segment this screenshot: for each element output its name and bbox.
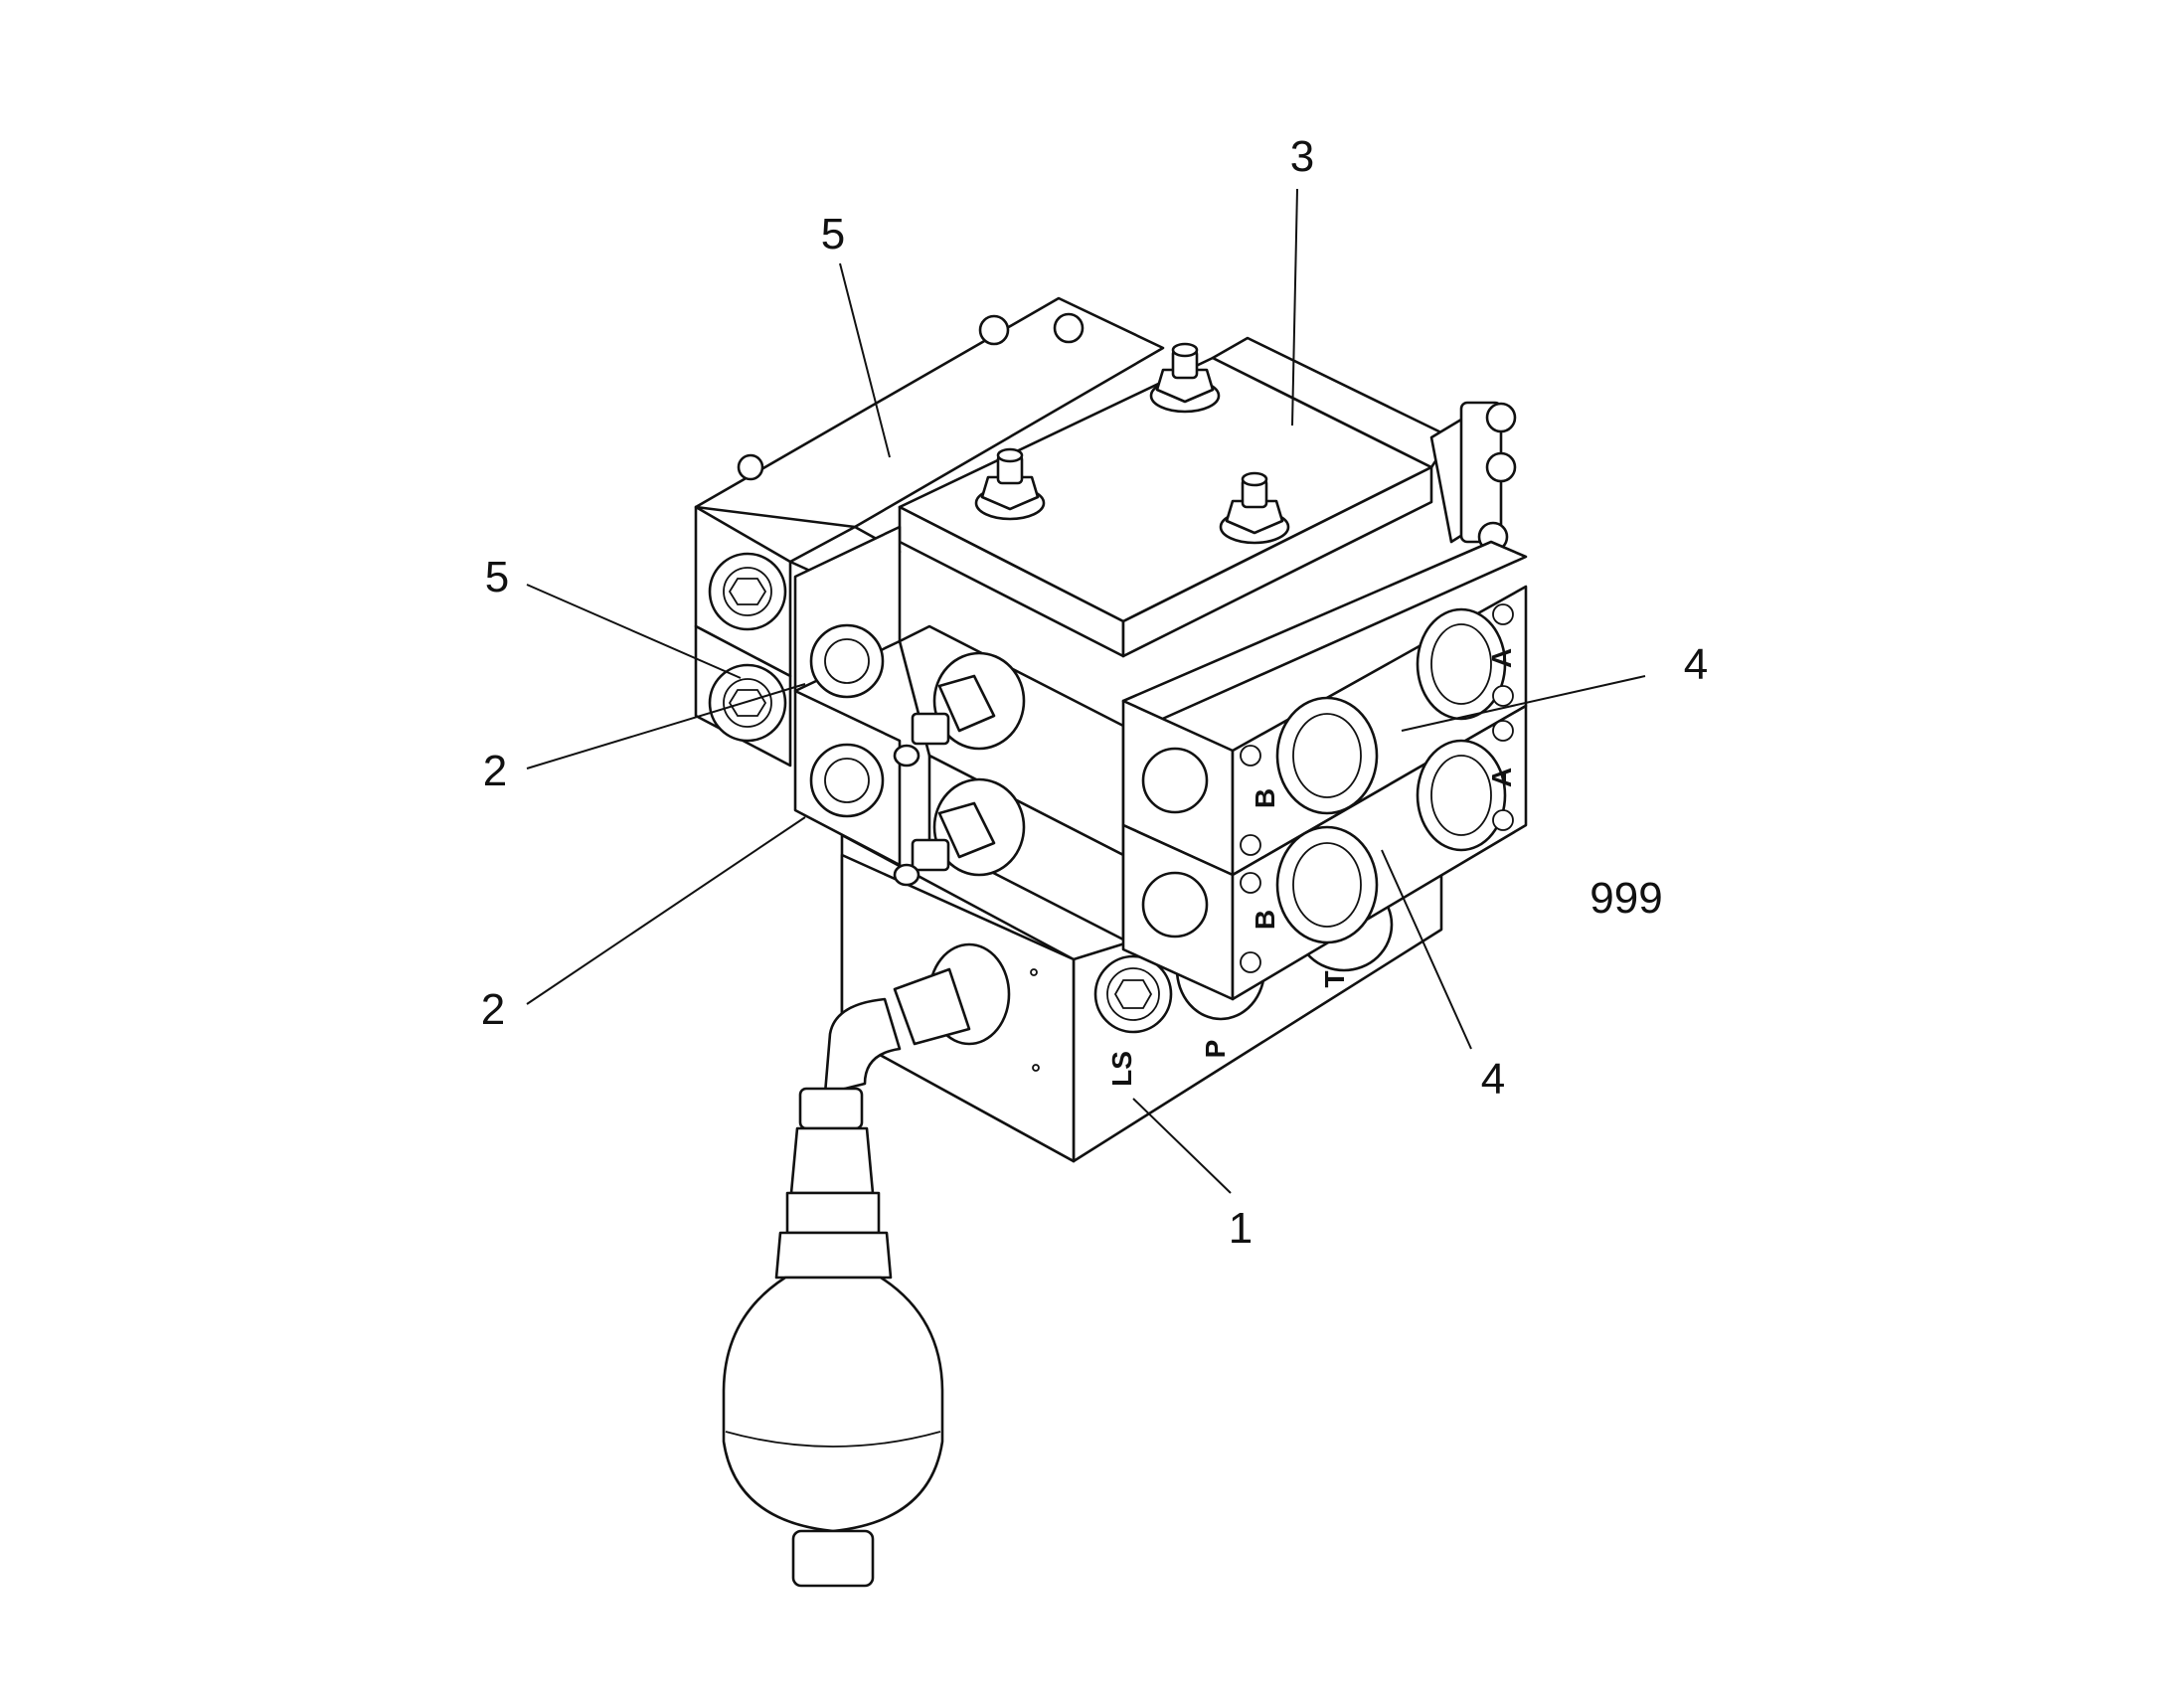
fitting-lower — [893, 777, 1026, 887]
port-label-a-lower: A — [1486, 768, 1517, 787]
callout-1: 1 — [1229, 1204, 1253, 1253]
elbow-fitting — [798, 942, 1011, 1130]
port-label-a-upper: A — [1486, 648, 1517, 668]
callout-4-lower: 4 — [1481, 1055, 1505, 1104]
port-label-b-lower: B — [1250, 910, 1280, 930]
figure-id: 999 — [1589, 874, 1662, 923]
callout-3: 3 — [1290, 132, 1314, 181]
stud-nut-3 — [1219, 471, 1290, 545]
valve-section-upper — [1121, 540, 1528, 877]
leader-lines — [526, 188, 1646, 1194]
port-label-b-upper: B — [1250, 788, 1280, 808]
accumulator — [722, 1126, 944, 1588]
port-label-p: P — [1200, 1040, 1231, 1059]
callout-2-upper: 2 — [483, 747, 507, 795]
stud-nut-1 — [1149, 342, 1221, 414]
callout-2-lower: 2 — [481, 985, 505, 1034]
top-cover-block — [898, 336, 1517, 658]
callout-5-lower: 5 — [485, 553, 509, 601]
callout-5-upper: 5 — [821, 210, 845, 258]
valve-section-lower — [1121, 704, 1528, 1001]
port-label-ls: LS — [1106, 1051, 1137, 1087]
callout-4-upper: 4 — [1684, 640, 1708, 689]
fitting-upper — [893, 651, 1026, 768]
port-label-t: T — [1319, 970, 1350, 987]
stud-nut-2 — [974, 447, 1046, 521]
